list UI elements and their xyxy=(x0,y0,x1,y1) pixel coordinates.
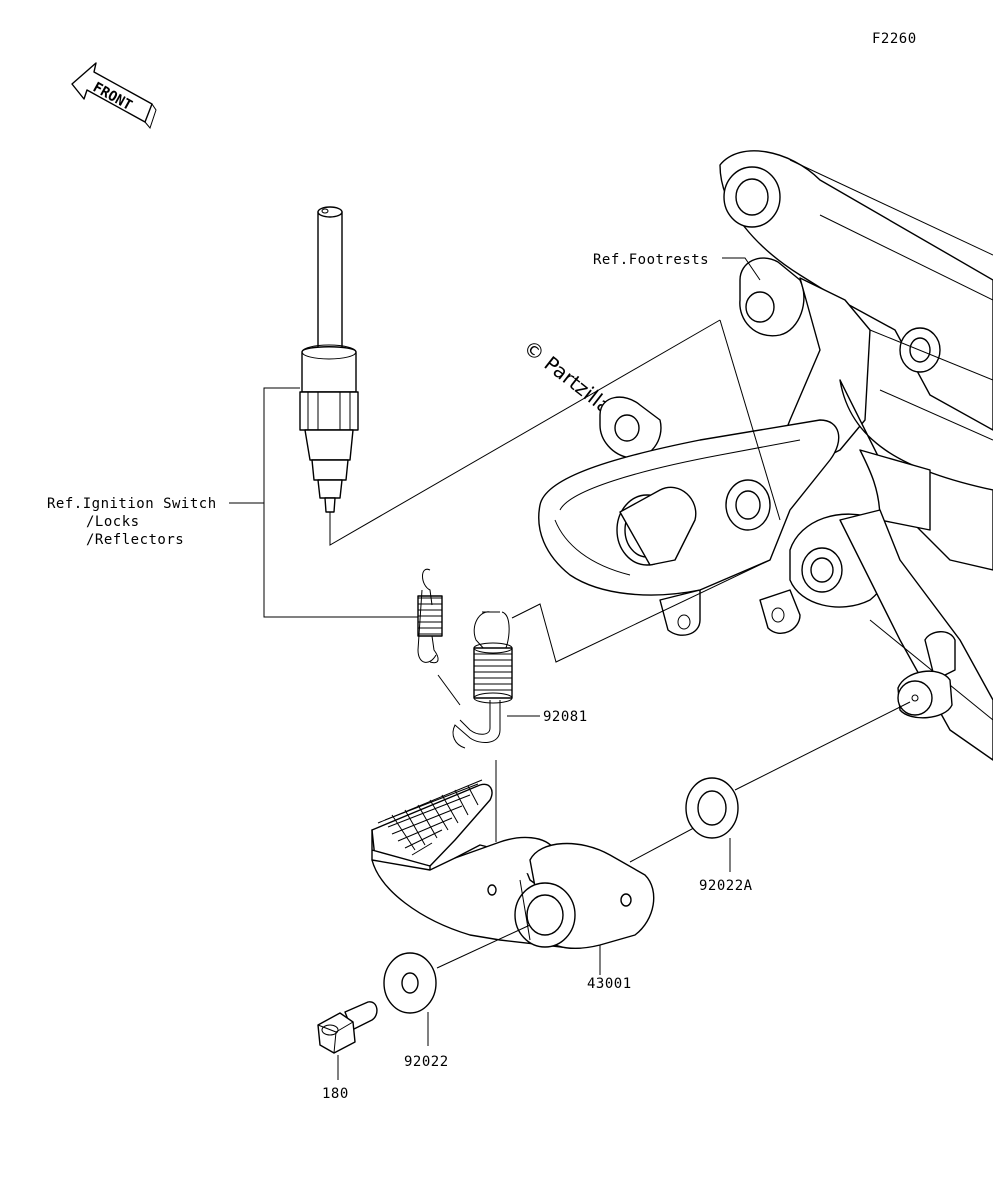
ref-footrests-leader xyxy=(722,257,761,281)
brake-pedal-43001 xyxy=(371,779,655,949)
bushing-leader xyxy=(734,701,911,791)
label-ref-ignition-2: /Locks xyxy=(86,514,140,530)
label-92022: 92022 xyxy=(404,1054,449,1070)
switch-spring xyxy=(417,568,443,664)
front-arrow-icon: FRONT xyxy=(71,62,157,130)
pivot-bushing xyxy=(897,670,953,719)
brake-light-switch xyxy=(299,206,781,546)
footrest-bracket xyxy=(599,150,993,571)
label-180: 180 xyxy=(322,1086,349,1102)
label-ref-ignition-3: /Reflectors xyxy=(86,532,184,548)
label-ref-ignition-1: Ref.Ignition Switch xyxy=(47,496,217,512)
washer-92022A xyxy=(685,777,739,839)
diagram-id: F2260 xyxy=(872,31,917,47)
label-92081: 92081 xyxy=(543,709,588,725)
bolt-180 xyxy=(317,1001,378,1054)
return-spring-92081 xyxy=(452,611,540,749)
washer-92022-leader xyxy=(436,924,531,969)
label-ref-footrests: Ref.Footrests xyxy=(593,252,709,268)
label-43001: 43001 xyxy=(587,976,632,992)
washer-92022 xyxy=(383,952,437,1014)
label-92022A: 92022A xyxy=(699,878,753,894)
spring-leader-2 xyxy=(511,559,771,663)
spring-leader-1 xyxy=(437,674,461,706)
